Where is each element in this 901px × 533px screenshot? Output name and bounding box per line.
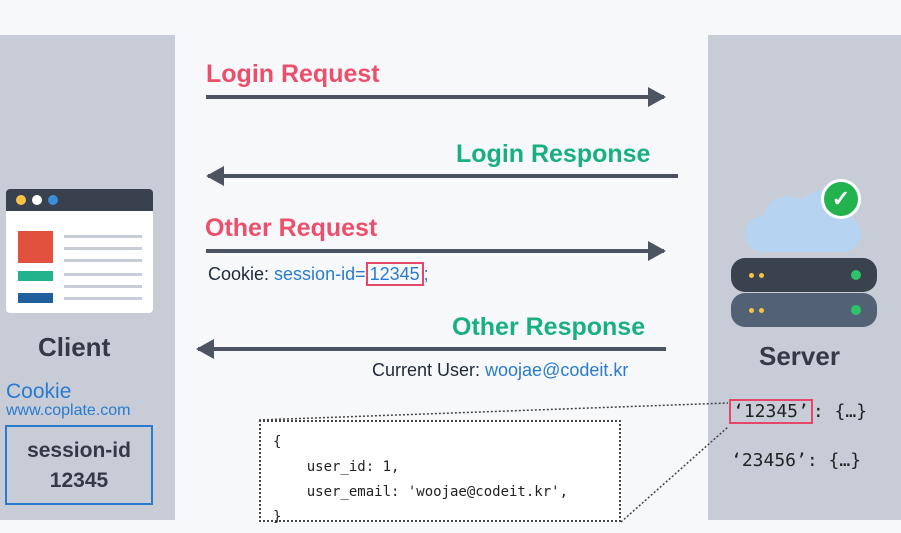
login-response-label: Login Response <box>456 140 651 168</box>
check-icon: ✓ <box>821 179 861 219</box>
other-response-label: Other Response <box>452 313 646 341</box>
client-title: Client <box>38 332 111 362</box>
cookie-store-box: session-id 12345 <box>5 425 153 505</box>
session-entry-1: ‘12345’: {…} <box>729 399 867 424</box>
code-line: user_email: 'woojae@codeit.kr', <box>273 484 569 500</box>
session-entry-key: ‘12345’ <box>729 399 813 424</box>
server-title: Server <box>759 341 840 371</box>
session-entry-key: ‘23456’ <box>731 450 807 471</box>
code-line: } <box>273 509 282 525</box>
other-response-arrow <box>196 339 666 359</box>
login-response-arrow <box>206 166 678 186</box>
cookie-domain: www.coplate.com <box>6 402 131 419</box>
session-object-box: { user_id: 1, user_email: 'woojae@codeit… <box>259 420 621 525</box>
session-value: 12345 <box>49 469 109 492</box>
browser-window-icon <box>6 189 153 313</box>
cookie-header: Cookie: session-id=12345; <box>208 262 429 286</box>
login-request-label: Login Request <box>206 60 380 88</box>
cookie-label: Cookie <box>6 380 72 403</box>
session-entry-2: ‘23456’: {…} <box>731 450 862 471</box>
session-key: session-id <box>27 439 131 462</box>
other-request-label: Other Request <box>205 214 378 242</box>
code-line: { <box>273 434 282 450</box>
server-rack-top-icon <box>731 258 877 292</box>
login-request-arrow <box>206 87 666 107</box>
cookie-value: 12345 <box>365 262 424 286</box>
current-user-text: Current User: woojae@codeit.kr <box>372 360 629 380</box>
code-line: user_id: 1, <box>273 459 400 475</box>
other-request-arrow <box>206 241 666 261</box>
server-rack-bottom-icon <box>731 293 877 327</box>
